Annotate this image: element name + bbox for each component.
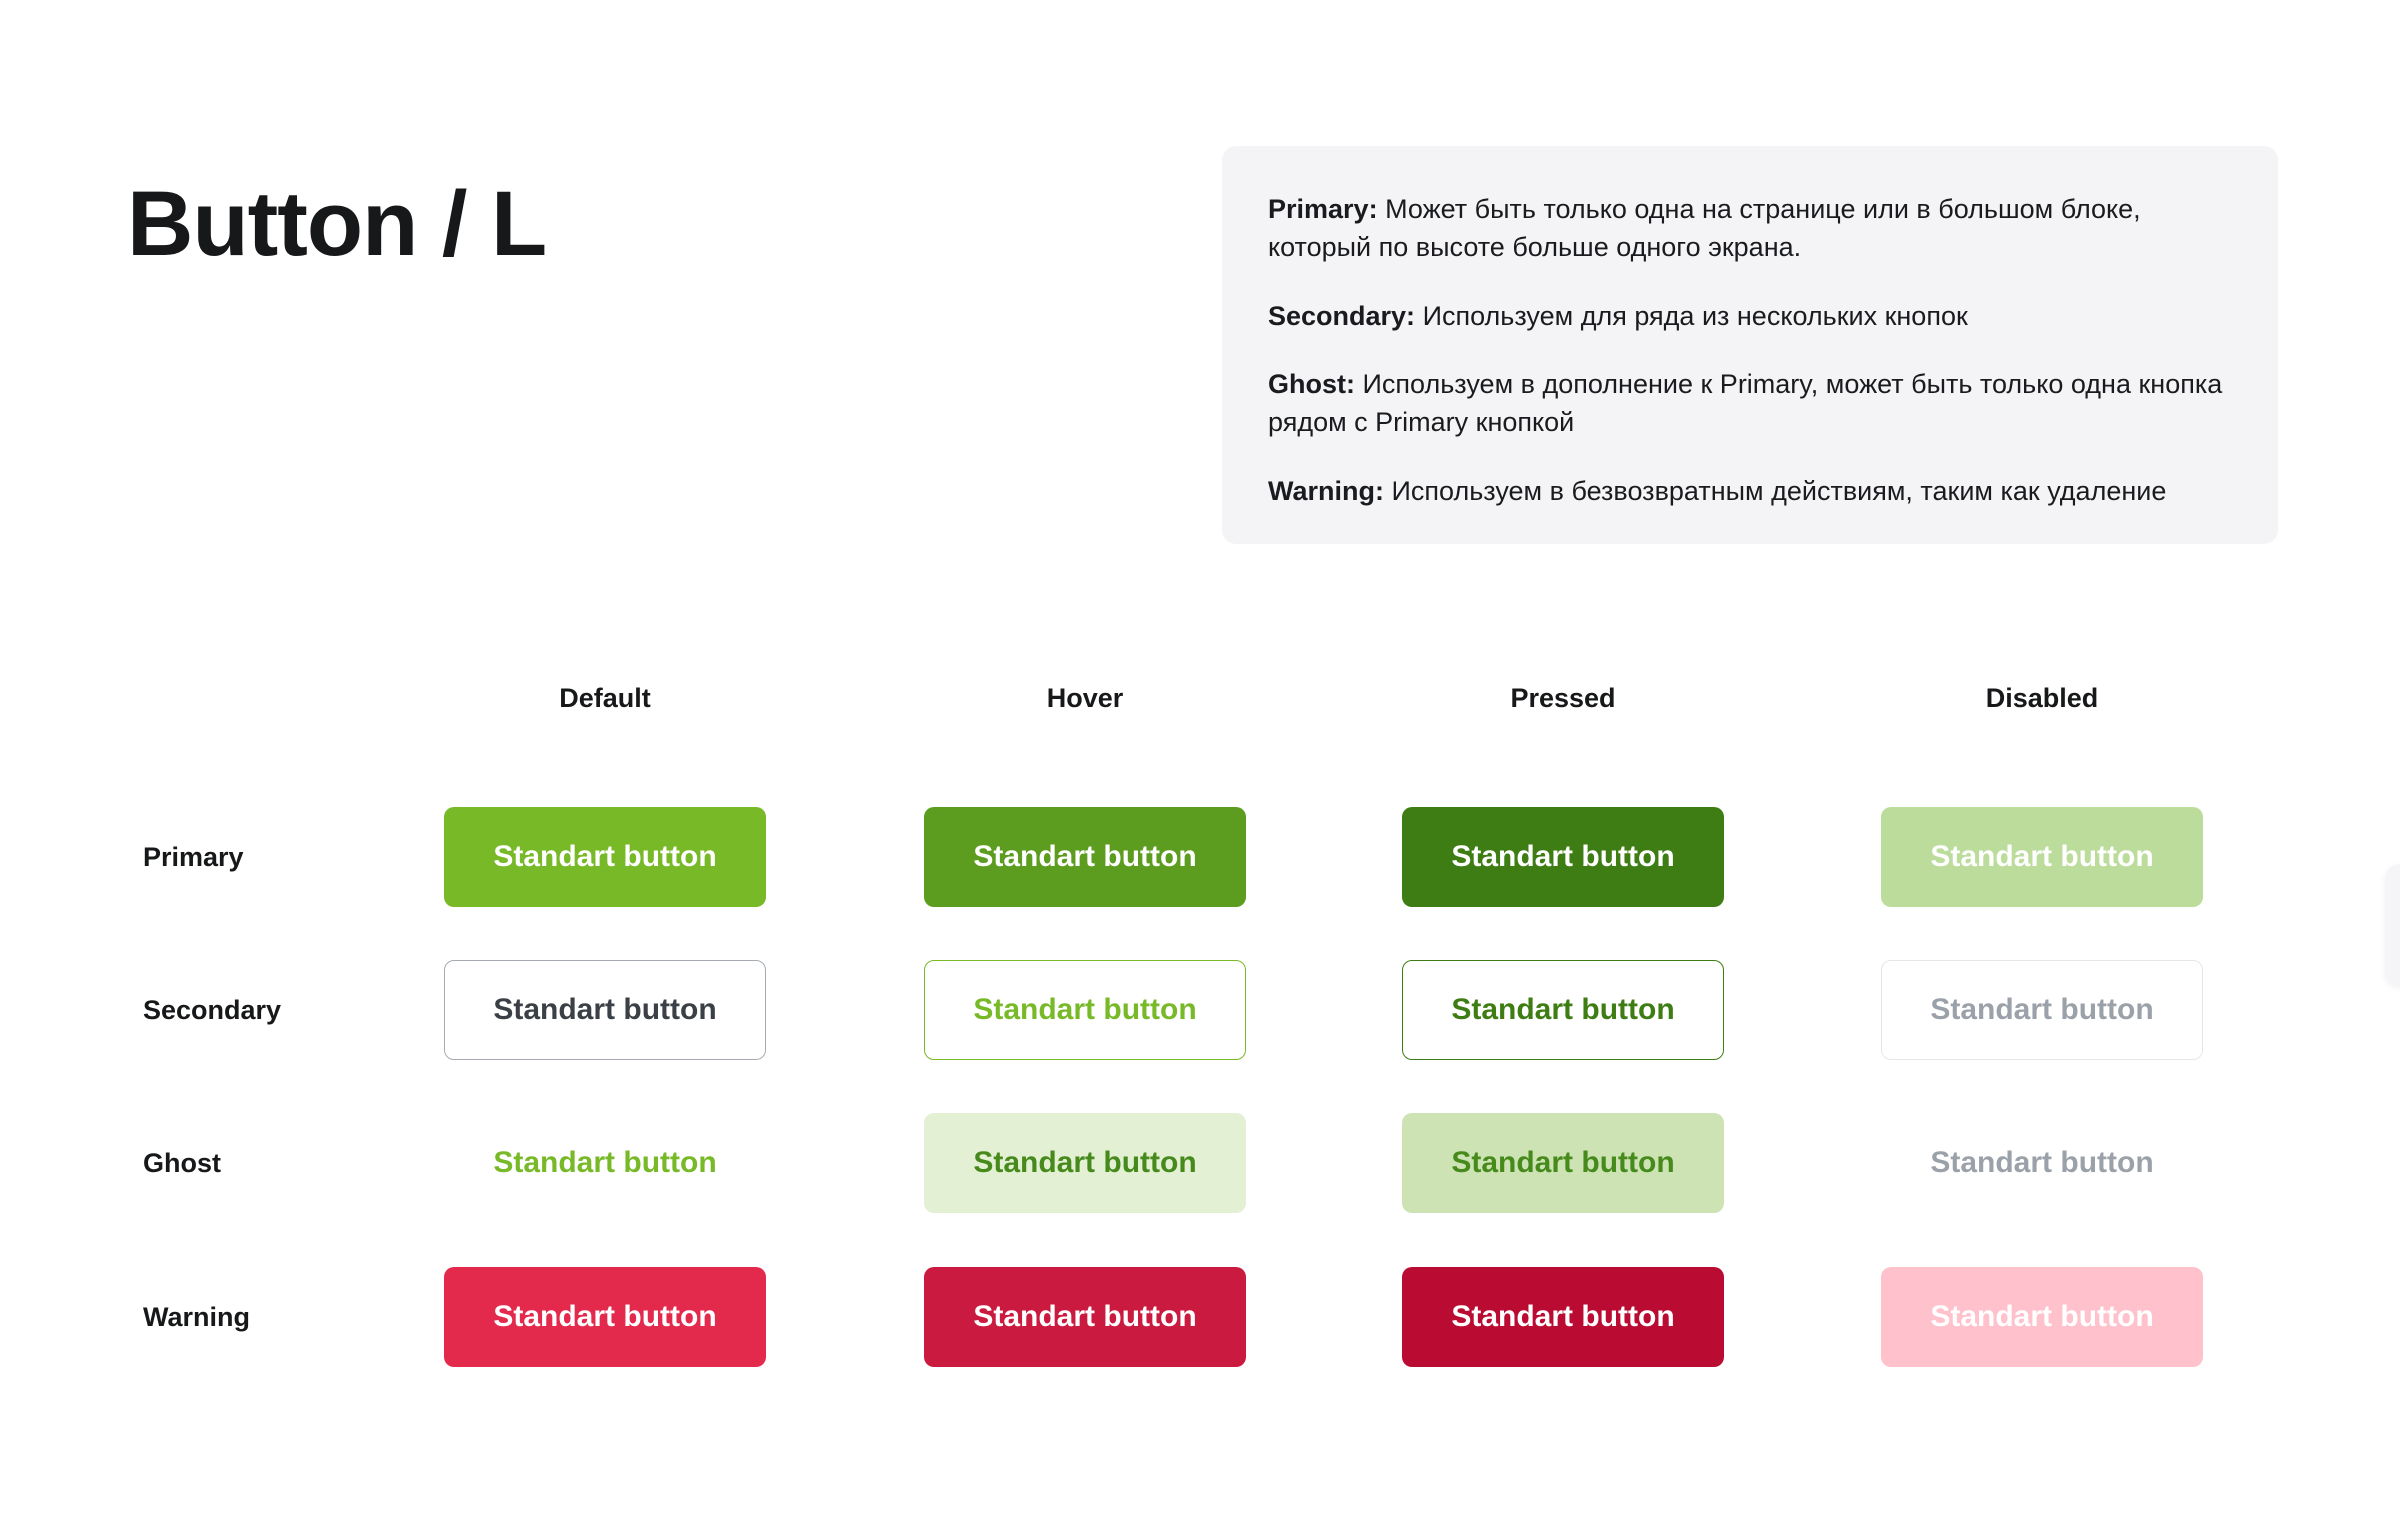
usage-note-secondary: Secondary: Используем для ряда из нескол… [1268, 297, 2232, 335]
usage-note-text: Используем для ряда из нескольких кнопок [1422, 300, 1968, 331]
warning-default-button[interactable]: Standart button [444, 1267, 766, 1367]
row-label-primary: Primary [143, 841, 244, 872]
page-title: Button / L [127, 173, 547, 275]
secondary-default-button[interactable]: Standart button [444, 960, 766, 1060]
column-header-disabled: Disabled [1985, 683, 2099, 713]
row-label-ghost: Ghost [143, 1147, 221, 1178]
primary-pressed-button[interactable]: Standart button [1402, 807, 1724, 907]
usage-note-warning: Warning: Используем в безвозвратным дейс… [1268, 472, 2232, 510]
ghost-pressed-button[interactable]: Standart button [1402, 1113, 1724, 1213]
secondary-pressed-button[interactable]: Standart button [1402, 960, 1724, 1060]
primary-default-button[interactable]: Standart button [444, 807, 766, 907]
ghost-disabled-button[interactable]: Standart button [1930, 1146, 2154, 1179]
usage-note-term: Warning: [1268, 475, 1384, 506]
usage-note-term: Primary: [1268, 194, 1378, 224]
column-header-default: Default [559, 683, 651, 713]
usage-note-primary: Primary: Может быть только одна на стран… [1268, 190, 2232, 267]
usage-note-text: Используем в безвозвратным действиям, та… [1391, 475, 2167, 506]
row-label-warning: Warning [143, 1301, 250, 1332]
secondary-disabled-button[interactable]: Standart button [1881, 960, 2203, 1060]
row-label-secondary: Secondary [143, 994, 282, 1025]
ghost-default-button[interactable]: Standart button [493, 1146, 717, 1179]
usage-note-term: Ghost: [1268, 368, 1355, 399]
clipped-panel-edge [2386, 864, 2400, 986]
usage-notes-panel: Primary: Может быть только одна на стран… [1222, 146, 2278, 544]
warning-pressed-button[interactable]: Standart button [1402, 1267, 1724, 1367]
usage-note-ghost: Ghost: Используем в дополнение к Primary… [1268, 365, 2232, 442]
usage-note-term: Secondary: [1268, 300, 1416, 331]
warning-disabled-button[interactable]: Standart button [1881, 1267, 2203, 1367]
secondary-hover-button[interactable]: Standart button [924, 960, 1246, 1060]
primary-hover-button[interactable]: Standart button [924, 807, 1246, 907]
column-header-pressed: Pressed [1510, 683, 1616, 713]
usage-note-text: Может быть только одна на странице или в… [1268, 194, 2141, 263]
ghost-hover-button[interactable]: Standart button [924, 1113, 1246, 1213]
usage-note-text: Используем в дополнение к Primary, может… [1268, 368, 2223, 438]
column-header-hover: Hover [1046, 683, 1124, 713]
warning-hover-button[interactable]: Standart button [924, 1267, 1246, 1367]
primary-disabled-button[interactable]: Standart button [1881, 807, 2203, 907]
